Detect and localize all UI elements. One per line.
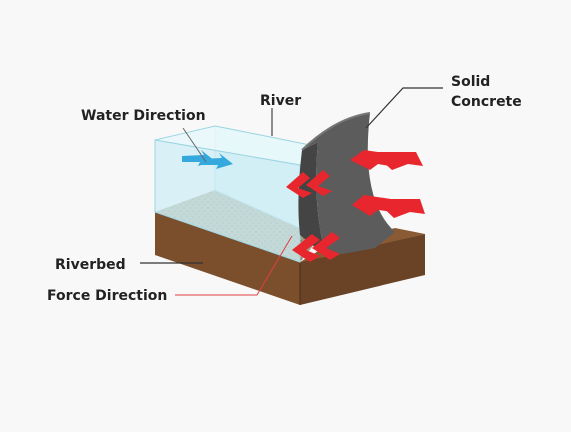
- concrete-dam: [298, 112, 395, 256]
- force-arrow-8: [374, 199, 425, 218]
- force-arrow-1: [286, 172, 312, 198]
- force-leader-line: [175, 235, 293, 296]
- riverbed-label: Riverbed: [55, 257, 126, 273]
- riverbed-front-face: [155, 212, 300, 305]
- water-front-face: [154, 139, 301, 263]
- water-leader-line: [182, 127, 207, 163]
- force-arrow-2: [306, 170, 332, 196]
- force-arrows: [286, 150, 425, 262]
- force-arrow-3: [292, 234, 320, 262]
- water-direction-label: Water Direction: [81, 108, 206, 124]
- dam-inner-face: [298, 142, 326, 256]
- water-direction-arrows: [182, 150, 233, 169]
- dam-crest: [301, 112, 371, 151]
- leader-lines: [140, 87, 443, 296]
- solid-concrete-label: Solid Concrete: [451, 72, 522, 112]
- solid-concrete-label-line2: Concrete: [451, 94, 522, 110]
- dam-outer-face: [302, 113, 395, 256]
- force-arrow-6: [372, 152, 423, 170]
- river-label: River: [260, 93, 302, 109]
- water-volume: [154, 125, 322, 263]
- riverbed-side-face: [300, 234, 425, 305]
- solid-concrete-label-line1: Solid: [451, 74, 491, 90]
- solid-concrete-leader-line: [365, 87, 443, 129]
- force-direction-label: Force Direction: [47, 288, 168, 304]
- force-arrow-4: [312, 232, 340, 260]
- water-arrow-2: [200, 153, 233, 169]
